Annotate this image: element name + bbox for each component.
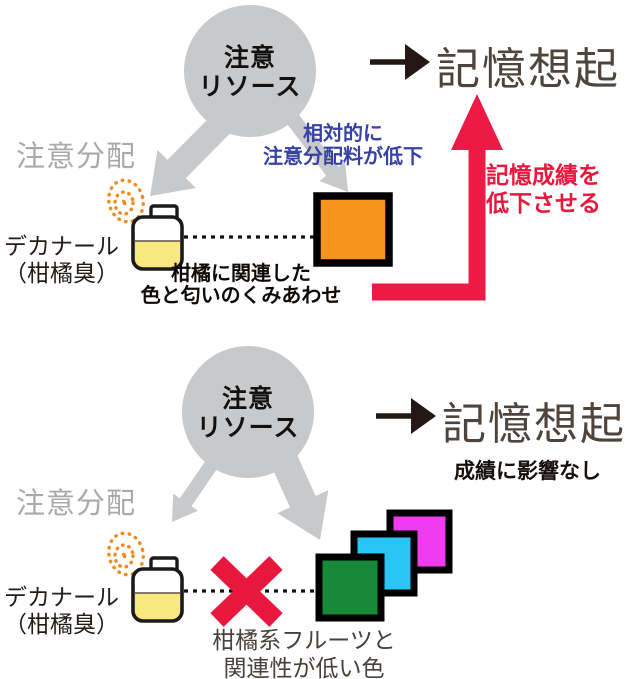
no-effect-caption: 成績に影響なし (454, 460, 601, 483)
attention-arrow-left-2-icon (172, 451, 224, 522)
attention-split-label: 注意分配 (16, 141, 137, 173)
bottle-liquid (135, 241, 180, 268)
attention-resource-label-2: 注意 リソース (196, 385, 300, 442)
orange-color-square (313, 192, 393, 267)
bottle-icon (131, 204, 184, 271)
attention-arrow-right-2-icon (262, 434, 329, 540)
recall-arrow-icon (370, 44, 430, 80)
unrelated-colors-caption: 柑橘系フルーツと 関連性が低い色 (212, 627, 396, 679)
memory-recall-label: 記憶想起 (436, 45, 620, 94)
green-color-square (315, 553, 385, 622)
recall-arrow-2-icon (376, 398, 436, 434)
decanal-label-2: デカナール （柑橘臭） (4, 584, 119, 638)
attention-arrow-right-icon (286, 113, 348, 192)
no-association-x-icon (210, 556, 283, 627)
attention-split-label-2: 注意分配 (16, 488, 137, 520)
bottle-liquid-2 (135, 593, 180, 620)
memory-decrease-caption: 記憶成績を 低下させる (486, 162, 601, 217)
memory-decrease-arrow-icon (372, 94, 503, 301)
decanal-label: デカナール （柑橘臭） (4, 233, 119, 287)
relative-attention-note: 相対的に 注意分配料が低下 (263, 123, 423, 168)
memory-recall-label-2: 記憶想起 (442, 400, 626, 449)
attention-arrow-left-icon (150, 95, 250, 196)
citrus-combo-caption: 柑橘に関連した 色と匂いのくみあわせ (140, 263, 342, 308)
bottle-2-icon (131, 556, 184, 623)
attention-resource-circle (184, 5, 316, 137)
attention-resource-label: 注意 リソース (198, 44, 302, 101)
